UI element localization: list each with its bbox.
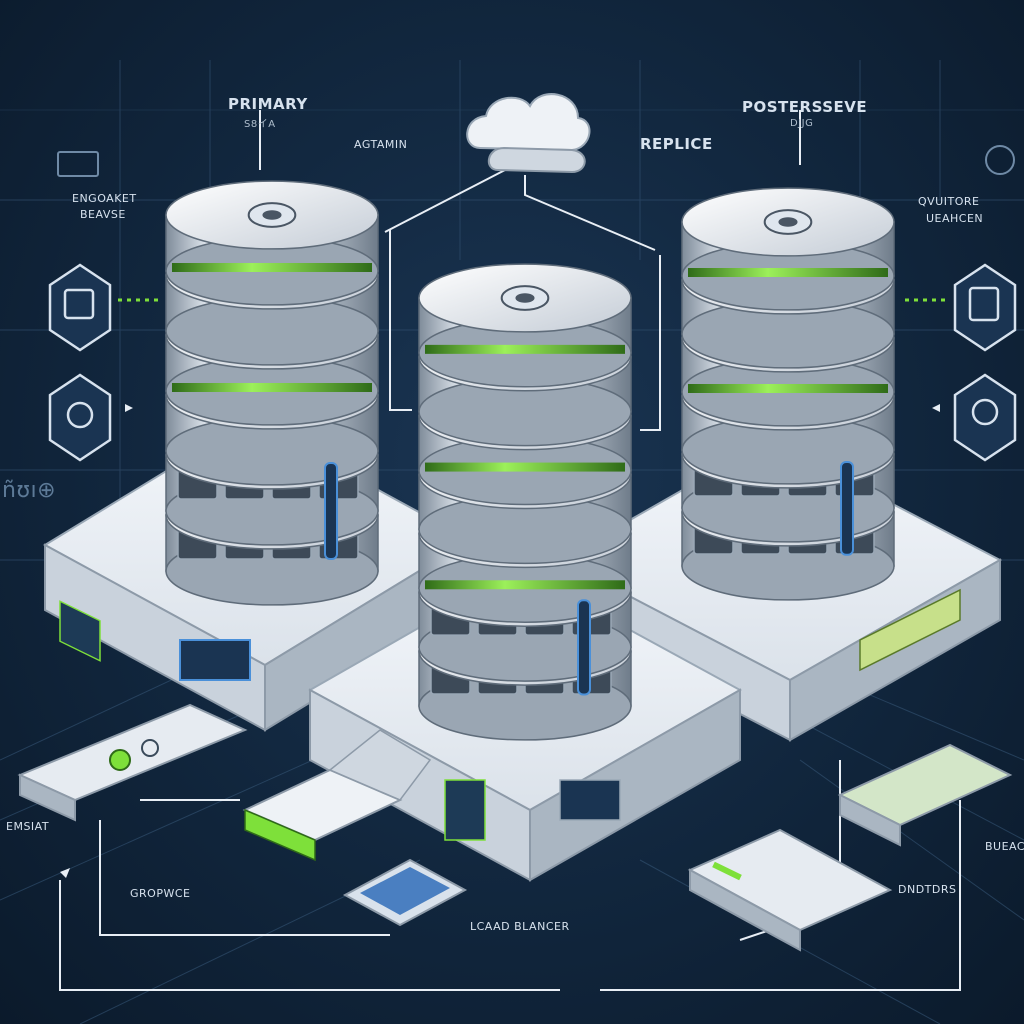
load-balancer-panel bbox=[342, 858, 468, 927]
right-top-label-line2: UEAHCEN bbox=[926, 212, 984, 225]
router-device bbox=[242, 729, 432, 862]
cloud-icon bbox=[466, 93, 591, 174]
arrow-markers bbox=[60, 404, 940, 878]
load-balancer-label: LCAAD BLANCER bbox=[470, 920, 570, 933]
terminal-device bbox=[687, 828, 893, 952]
search-icon bbox=[953, 373, 1017, 462]
list-icon bbox=[953, 263, 1017, 352]
right-icon-panel bbox=[953, 263, 1017, 462]
groupwce-label: GROPWCE bbox=[130, 887, 191, 900]
posterseve-sub-label: DJJG bbox=[790, 118, 814, 129]
left-mid-label: EMSIAT bbox=[6, 820, 50, 833]
top-left-icon bbox=[57, 151, 99, 177]
posterseve-label: POSTERSSEVE bbox=[742, 98, 868, 116]
storage-array bbox=[837, 743, 1013, 847]
switch-device bbox=[17, 703, 248, 822]
decorative-glyphs: ñʊı⊕ bbox=[2, 478, 57, 503]
left-icon-panel bbox=[48, 263, 112, 462]
primary-sub-label: S8イA bbox=[244, 119, 276, 130]
replica-db-stack bbox=[418, 263, 632, 741]
right-top-label-line1: QVUITORE bbox=[918, 195, 980, 208]
posterseve-db-stack bbox=[681, 187, 895, 601]
primary-label: PRIMARY bbox=[228, 95, 308, 113]
right-mid-label: BUEAC bbox=[985, 840, 1024, 853]
replice-label: REPLICE bbox=[640, 135, 713, 153]
primary-db-stack bbox=[165, 180, 379, 606]
top-right-icon bbox=[985, 145, 1015, 175]
dndtors-label: DNDTDRS bbox=[898, 883, 957, 896]
left-top-label-line1: ENGOAKET bbox=[72, 192, 137, 205]
left-top-label-line2: BEAVSE bbox=[80, 208, 126, 221]
agtamin-label: AGTAMIN bbox=[354, 138, 408, 151]
server-stacks bbox=[165, 180, 895, 741]
document-icon bbox=[48, 263, 112, 352]
user-icon bbox=[48, 373, 112, 462]
